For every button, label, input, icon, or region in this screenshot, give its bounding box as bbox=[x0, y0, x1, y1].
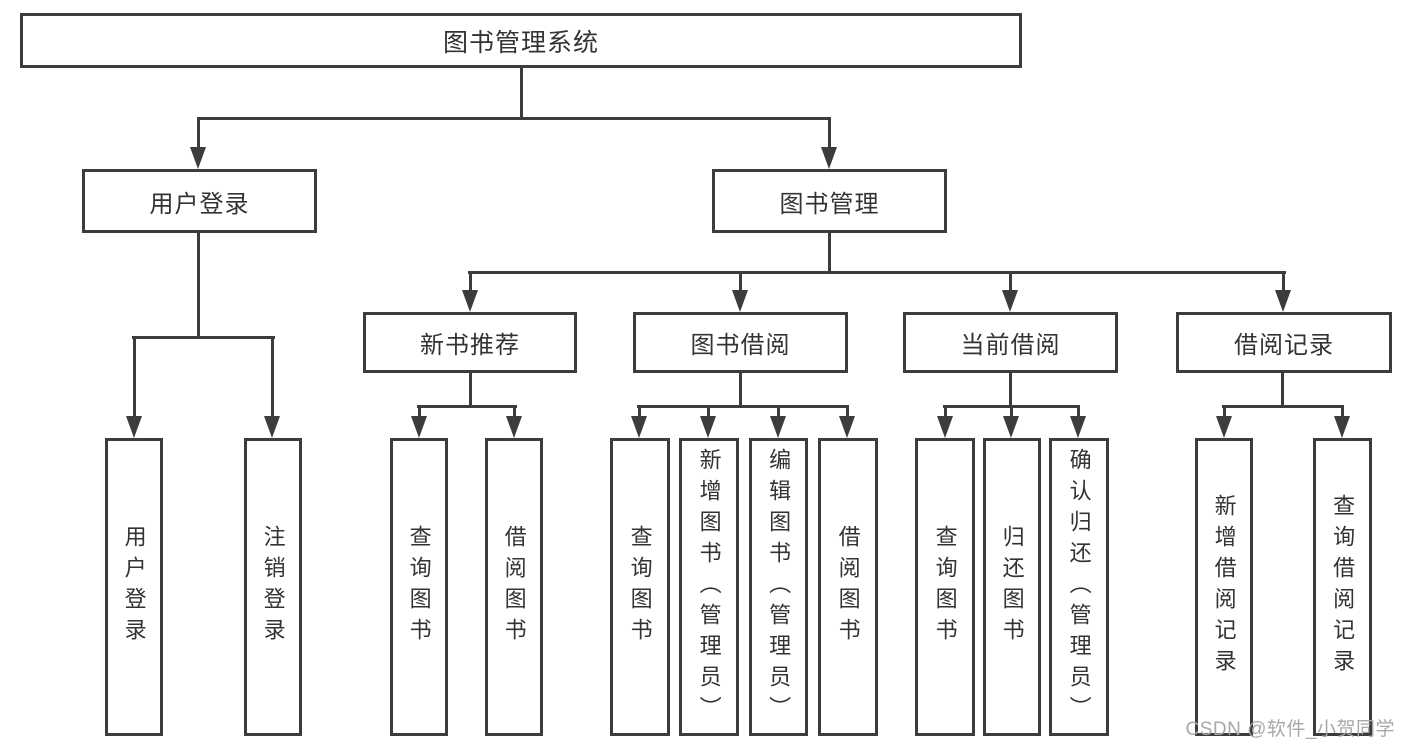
connector-arrow-line-bor-4 bbox=[846, 405, 849, 419]
connector-recommend-hbar bbox=[417, 405, 517, 408]
node-new-book-recommend-label: 新书推荐 bbox=[420, 332, 520, 359]
leaf-logout: 注销登录 bbox=[244, 438, 302, 736]
connector-arrow-line-rec-borrow bbox=[513, 405, 516, 419]
arrow-down-icon-leaf-login bbox=[126, 416, 142, 438]
connector-arrow-line-bor-1 bbox=[638, 405, 641, 419]
arrow-down-icon-current bbox=[1002, 290, 1018, 312]
node-current-borrow-label: 当前借阅 bbox=[960, 332, 1061, 359]
connector-arrow-line-leaf-logout bbox=[271, 336, 274, 418]
connector-bm-hbar bbox=[468, 271, 1286, 274]
leaf-records-add-record-label: 新增借阅记录 bbox=[1211, 494, 1237, 680]
node-user-login-label: 用户登录 bbox=[149, 190, 250, 218]
node-user-login: 用户登录 bbox=[82, 169, 317, 233]
leaf-records-query-record-label: 查询借阅记录 bbox=[1330, 494, 1356, 680]
csdn-watermark: CSDN @软件_小贺同学 bbox=[1185, 719, 1395, 740]
arrow-down-icon-recommend bbox=[462, 290, 478, 312]
leaf-current-query-book-label: 查询图书 bbox=[932, 525, 958, 649]
connector-login-hbar bbox=[132, 336, 275, 339]
leaf-borrow-borrow-book: 借阅图书 bbox=[818, 438, 878, 736]
connector-root-stem bbox=[520, 66, 523, 120]
node-root: 图书管理系统 bbox=[20, 13, 1022, 68]
arrow-down-icon-book-management bbox=[821, 147, 837, 169]
connector-root-hbar bbox=[197, 117, 831, 120]
leaf-borrow-borrow-book-label: 借阅图书 bbox=[835, 525, 861, 649]
connector-arrow-line-rec-add bbox=[1223, 405, 1226, 419]
connector-arrow-line-user-login bbox=[197, 117, 200, 150]
connector-recommend-stem bbox=[469, 373, 472, 408]
leaf-borrow-query-book-label: 查询图书 bbox=[627, 525, 653, 649]
node-borrow-records: 借阅记录 bbox=[1176, 312, 1392, 373]
arrow-down-icon-bor-4 bbox=[839, 416, 855, 438]
arrow-down-icon-user-login bbox=[190, 147, 206, 169]
node-book-borrow-label: 图书借阅 bbox=[690, 332, 791, 359]
leaf-current-return-book-label: 归还图书 bbox=[999, 525, 1025, 649]
arrow-down-icon-rec-qry bbox=[1334, 416, 1350, 438]
arrow-down-icon-borrow bbox=[732, 290, 748, 312]
arrow-down-icon-cur-2 bbox=[1003, 416, 1019, 438]
connector-arrow-line-bor-3 bbox=[777, 405, 780, 419]
leaf-borrow-add-book-admin-label: 新增图书（管理员） bbox=[696, 447, 722, 727]
connector-arrow-line-leaf-login bbox=[133, 336, 136, 418]
connector-current-stem bbox=[1009, 373, 1012, 408]
node-borrow-records-label: 借阅记录 bbox=[1234, 332, 1334, 359]
leaf-current-return-book: 归还图书 bbox=[983, 438, 1041, 736]
leaf-recommend-query-book-label: 查询图书 bbox=[406, 525, 432, 649]
connector-borrow-hbar bbox=[637, 405, 849, 408]
connector-arrow-line-cur-3 bbox=[1077, 405, 1080, 419]
arrow-down-icon-rec-borrow bbox=[506, 416, 522, 438]
arrow-down-icon-records bbox=[1275, 290, 1291, 312]
arrow-down-icon-rec-query bbox=[411, 416, 427, 438]
arrow-down-icon-cur-1 bbox=[937, 416, 953, 438]
leaf-borrow-add-book-admin: 新增图书（管理员） bbox=[679, 438, 739, 736]
leaf-current-confirm-return-admin: 确认归还（管理员） bbox=[1049, 438, 1109, 736]
connector-arrow-line-book-management bbox=[828, 117, 831, 150]
connector-records-stem bbox=[1281, 373, 1284, 408]
node-book-management: 图书管理 bbox=[712, 169, 947, 233]
connector-arrow-line-bor-2 bbox=[707, 405, 710, 419]
leaf-recommend-borrow-book: 借阅图书 bbox=[485, 438, 543, 736]
leaf-current-query-book: 查询图书 bbox=[915, 438, 975, 736]
connector-bm-stem bbox=[828, 233, 831, 274]
connector-login-stem bbox=[197, 233, 200, 339]
connector-arrow-line-current bbox=[1009, 271, 1012, 292]
leaf-current-confirm-return-admin-label: 确认归还（管理员） bbox=[1066, 447, 1092, 727]
arrow-down-icon-bor-3 bbox=[770, 416, 786, 438]
node-book-management-label: 图书管理 bbox=[779, 190, 880, 218]
leaf-borrow-edit-book-admin-label: 编辑图书（管理员） bbox=[766, 447, 792, 727]
arrow-down-icon-bor-2 bbox=[700, 416, 716, 438]
leaf-user-login-label: 用户登录 bbox=[121, 525, 147, 649]
leaf-records-add-record: 新增借阅记录 bbox=[1195, 438, 1253, 736]
connector-arrow-line-rec-query bbox=[418, 405, 421, 419]
node-current-borrow: 当前借阅 bbox=[903, 312, 1118, 373]
connector-borrow-stem bbox=[739, 373, 742, 408]
node-book-borrow: 图书借阅 bbox=[633, 312, 848, 373]
leaf-logout-label: 注销登录 bbox=[260, 525, 286, 649]
connector-arrow-line-borrow bbox=[739, 271, 742, 292]
connector-arrow-line-recommend bbox=[469, 271, 472, 292]
connector-arrow-line-cur-2 bbox=[1010, 405, 1013, 419]
leaf-recommend-borrow-book-label: 借阅图书 bbox=[501, 525, 527, 649]
arrow-down-icon-leaf-logout bbox=[264, 416, 280, 438]
leaf-user-login: 用户登录 bbox=[105, 438, 163, 736]
arrow-down-icon-bor-1 bbox=[631, 416, 647, 438]
leaf-records-query-record: 查询借阅记录 bbox=[1313, 438, 1372, 736]
leaf-borrow-query-book: 查询图书 bbox=[610, 438, 670, 736]
connector-arrow-line-rec-qry bbox=[1341, 405, 1344, 419]
node-new-book-recommend: 新书推荐 bbox=[363, 312, 577, 373]
connector-records-hbar bbox=[1222, 405, 1344, 408]
node-root-label: 图书管理系统 bbox=[442, 28, 599, 57]
leaf-borrow-edit-book-admin: 编辑图书（管理员） bbox=[749, 438, 808, 736]
leaf-recommend-query-book: 查询图书 bbox=[390, 438, 448, 736]
connector-arrow-line-records bbox=[1282, 271, 1285, 292]
connector-arrow-line-cur-1 bbox=[944, 405, 947, 419]
arrow-down-icon-cur-3 bbox=[1070, 416, 1086, 438]
arrow-down-icon-rec-add bbox=[1216, 416, 1232, 438]
